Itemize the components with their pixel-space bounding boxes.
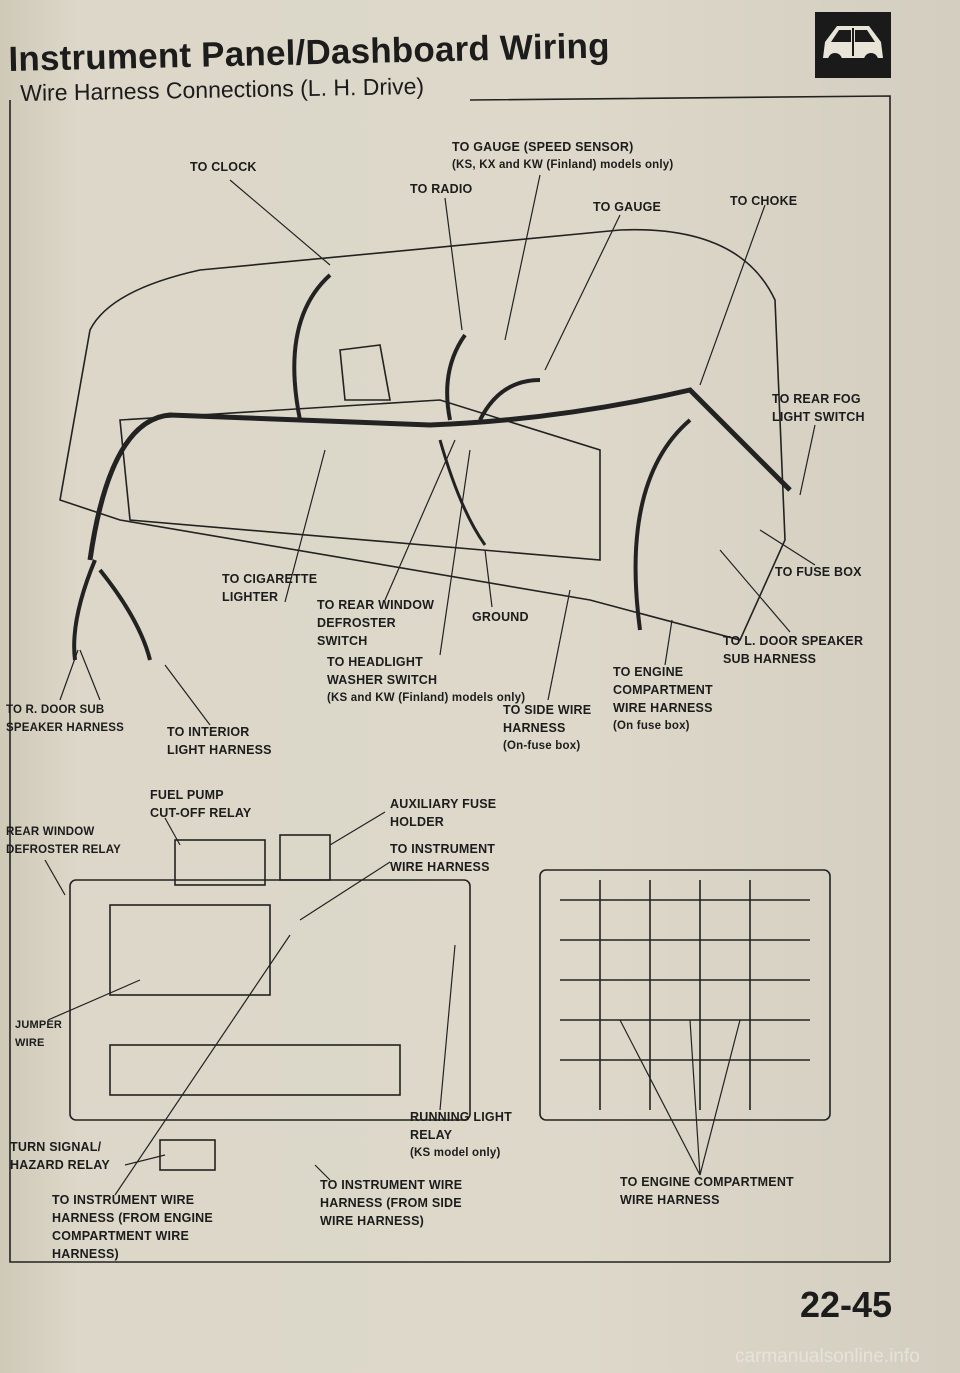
- left-fuse-box: [69, 879, 471, 1121]
- fuel-pump-relay: [174, 839, 266, 886]
- main-harness: [87, 387, 792, 561]
- right-fuse-box: [539, 869, 831, 1121]
- fuse-row: [109, 1044, 401, 1096]
- watermark: carmanualsonline.info: [735, 1346, 920, 1367]
- label-to-gauge: TO GAUGE: [593, 200, 662, 214]
- label-to-clock: TO CLOCK: [190, 160, 257, 174]
- aux-fuse-holder: [279, 834, 331, 881]
- harness-branch-radio: [445, 333, 467, 421]
- label-to-fuse-box: TO FUSE BOX: [775, 565, 862, 579]
- dash-inner: [119, 344, 601, 561]
- label-to-choke: TO CHOKE: [730, 194, 798, 208]
- harness-branch-fuse: [633, 418, 692, 631]
- harness-branch-rdoor: [72, 559, 152, 661]
- right-box-grid: [560, 880, 810, 1110]
- label-turn-signal-relay: TURN SIGNAL/HAZARD RELAY: [10, 1140, 110, 1172]
- page-number: 22-45: [800, 1284, 893, 1325]
- harness-branch-ground: [438, 439, 487, 546]
- harness-branch-gauge: [478, 378, 541, 421]
- leader-lines: [44, 174, 816, 1196]
- label-to-gauge-speed-sensor: TO GAUGE (SPEED SENSOR)(KS, KX and KW (F…: [452, 140, 674, 171]
- car-body-icon: [815, 12, 891, 78]
- label-ground: GROUND: [472, 610, 529, 624]
- turn-signal-relay: [159, 1139, 216, 1171]
- frame-border: [9, 95, 891, 1263]
- harness-branch-clock: [292, 273, 332, 421]
- dashboard-outline: [59, 228, 786, 641]
- label-to-radio: TO RADIO: [410, 182, 473, 196]
- relay-block: [109, 904, 271, 996]
